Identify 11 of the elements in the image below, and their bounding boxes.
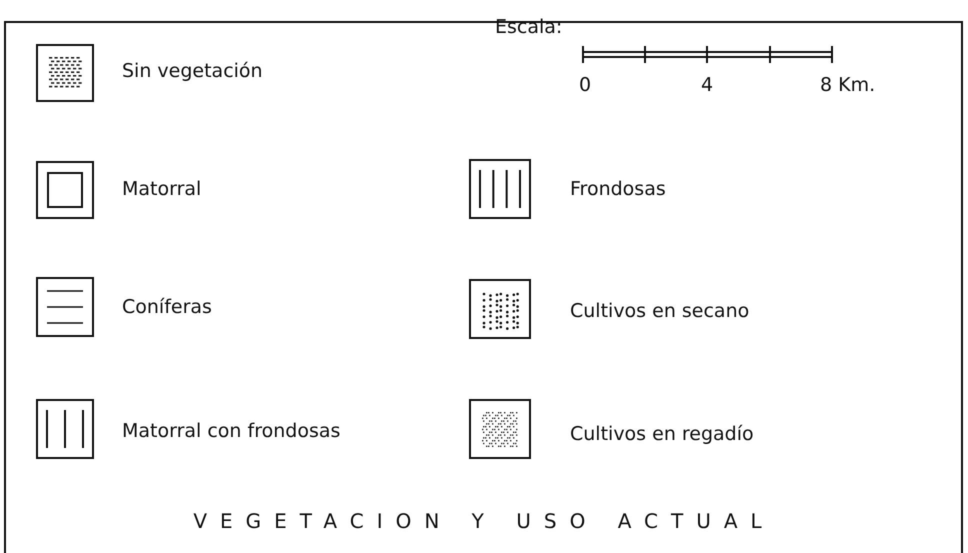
legend-label: Matorral — [122, 178, 202, 200]
scale-value: 0 — [579, 74, 592, 96]
legend-label: Cultivos en regadío — [570, 423, 754, 445]
legend-label: Coníferas — [122, 296, 212, 318]
legend-label: Frondosas — [570, 178, 666, 200]
scale-value: 8 Km. — [820, 74, 876, 96]
legend-label: Sin vegetación — [122, 60, 263, 82]
legend-label: Matorral con frondosas — [122, 420, 340, 442]
map-title: VEGETACION Y USO ACTUAL — [192, 510, 776, 532]
legend-label: Cultivos en secano — [570, 300, 750, 322]
scale-value: 4 — [701, 74, 714, 96]
